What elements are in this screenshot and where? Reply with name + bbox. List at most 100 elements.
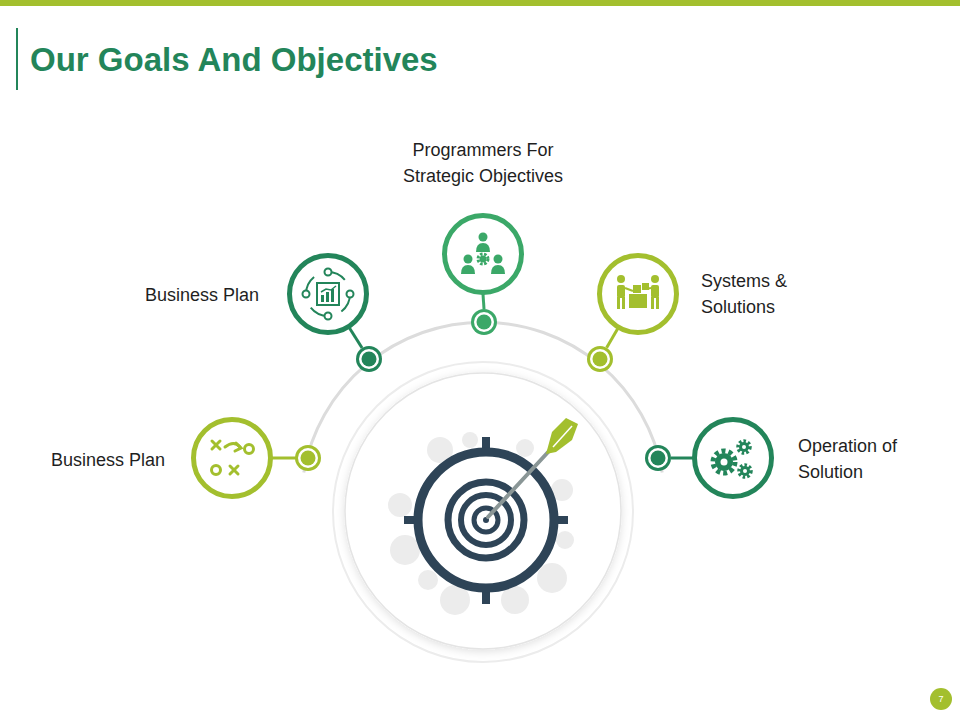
arc-dot-core	[301, 451, 316, 466]
chart-bar	[331, 289, 334, 302]
arc-dot-outer	[356, 346, 382, 372]
person-head	[651, 275, 659, 283]
arc-dot-core	[477, 315, 492, 330]
circle-shape	[194, 420, 271, 497]
arc-dot-gap	[298, 448, 318, 468]
goal-label: Business Plan	[109, 282, 259, 308]
person-head	[494, 255, 503, 264]
person-body	[651, 285, 659, 298]
gear-body	[740, 466, 750, 476]
arc-dot-gap	[474, 312, 494, 332]
leader-line	[349, 328, 362, 348]
icon-stroke	[212, 441, 220, 449]
gear-teeth	[713, 451, 735, 473]
person-arm	[625, 288, 633, 291]
partner-icon	[617, 275, 659, 309]
title-rule	[16, 28, 18, 90]
goal-label: Programmers For Strategic Objectives	[383, 137, 583, 189]
top-bar	[0, 0, 960, 6]
arc-dot-outer	[587, 346, 613, 372]
target	[404, 418, 578, 604]
team-icon	[461, 233, 505, 275]
icon-stroke	[212, 466, 221, 475]
gears-icon	[713, 441, 751, 477]
person-leg	[651, 297, 654, 309]
arc-dot-outer	[645, 445, 671, 471]
faint-icon	[418, 570, 438, 590]
goal-circle: Business Plan	[191, 417, 273, 499]
circle-shape	[600, 256, 677, 333]
chart-bar	[326, 292, 329, 302]
arc-dot	[587, 346, 613, 372]
goal-circle: Programmers For Strategic Objectives	[442, 213, 524, 295]
chart-trend	[321, 286, 336, 292]
arc-dot-core	[593, 352, 608, 367]
icon-stroke	[230, 466, 238, 474]
leader-line	[607, 329, 618, 348]
gear-body	[739, 442, 749, 452]
arc-dot-core	[651, 451, 666, 466]
target-ring	[448, 482, 524, 558]
gear-hub	[480, 256, 487, 263]
target-ring	[418, 452, 554, 588]
chart-bar	[321, 295, 324, 302]
faint-icon	[556, 531, 574, 549]
person-body	[461, 265, 475, 274]
circle-outline	[191, 417, 273, 499]
icon-stroke	[235, 443, 241, 451]
chart-frame	[317, 283, 339, 305]
faint-icon	[462, 432, 478, 448]
page-number-badge: 7	[930, 688, 952, 710]
report-icon	[303, 269, 354, 320]
person-leg	[656, 297, 659, 309]
cycle-arc	[306, 272, 350, 316]
puzzle-box	[629, 294, 647, 308]
circle-shape	[930, 688, 952, 710]
goal-circle: Business Plan	[287, 253, 369, 335]
faint-icon	[537, 563, 567, 593]
leader-line	[483, 294, 484, 309]
faint-icon	[516, 439, 534, 457]
cycle-node	[303, 291, 310, 298]
icon-stroke	[245, 445, 254, 454]
person-body	[476, 243, 490, 252]
gear-teeth	[738, 441, 750, 453]
cycle-node	[325, 313, 332, 320]
slide-title: Our Goals And Objectives	[30, 40, 438, 80]
icon-stroke	[212, 441, 220, 449]
arc-dot	[295, 445, 321, 471]
dart-fletching	[546, 418, 578, 454]
person-head	[479, 233, 488, 242]
gear-hole	[743, 469, 747, 473]
person-head	[617, 275, 625, 283]
person-arm	[646, 288, 651, 289]
gear-hole	[742, 445, 746, 449]
person-leg	[622, 297, 625, 309]
circle-outline	[597, 253, 679, 335]
faint-icon	[501, 586, 529, 614]
gear-body	[715, 453, 733, 471]
leader-line	[272, 457, 296, 460]
icon-stroke	[230, 466, 238, 474]
person-head	[464, 255, 473, 264]
faint-icon	[388, 493, 412, 517]
person-body	[617, 285, 625, 298]
puzzle-piece	[633, 285, 641, 293]
faint-icons	[388, 432, 574, 615]
gear	[478, 254, 488, 264]
center-disc	[345, 373, 621, 649]
halo-ring	[333, 362, 633, 662]
arc-dot-gap	[648, 448, 668, 468]
arc-dot-core	[362, 352, 377, 367]
arc-dot-outer	[471, 309, 497, 335]
circle-shape	[695, 420, 772, 497]
arc-dot-outer	[295, 445, 321, 471]
circle-outline	[442, 213, 524, 295]
arc-dot	[645, 445, 671, 471]
faint-icon	[390, 535, 420, 565]
circle-outline	[692, 417, 774, 499]
arc-dot-gap	[359, 349, 379, 369]
dart-shaft	[488, 450, 550, 517]
